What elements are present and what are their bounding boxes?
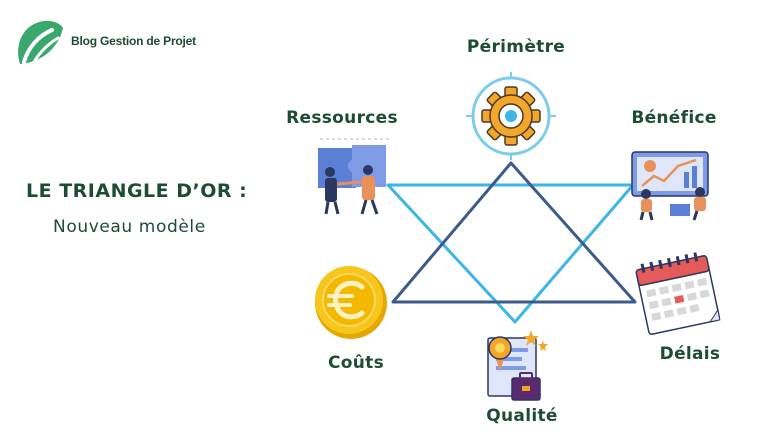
node-label-delais: Délais [659,344,721,364]
diagram-subtitle: Nouveau modèle [53,217,206,237]
gear-target-icon [466,72,556,160]
growth-chart-icon [631,151,709,221]
brand-name[interactable]: Blog Gestion de Projet [71,34,196,48]
euro-coin-icon [315,266,387,339]
node-label-ressources: Ressources [286,108,398,128]
quality-award-icon [487,330,548,401]
node-label-benefice: Bénéfice [631,108,717,128]
triangle-light [386,183,635,324]
node-label-perimetre: Périmètre [466,37,566,57]
node-label-qualite: Qualité [486,406,558,426]
leaf-logo-icon [18,20,64,64]
diagram-title: LE TRIANGLE D’OR : [26,180,248,202]
triangle-dark [391,161,637,304]
node-label-couts: Coûts [327,353,385,373]
calendar-icon [635,252,721,335]
team-puzzle-icon [318,138,390,215]
